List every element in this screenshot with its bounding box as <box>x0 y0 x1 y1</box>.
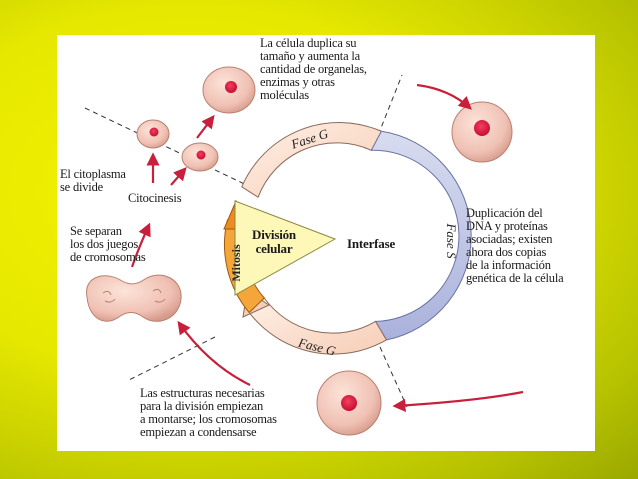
cell-growth-text: La célula duplica su tamaño y aumenta la… <box>260 36 367 102</box>
daughter-cell-lower <box>181 142 219 172</box>
cell-growing-left <box>202 66 256 114</box>
cytoplasm-divides-text: El citoplasma se divide <box>60 167 126 194</box>
condensation-arrow <box>177 320 251 386</box>
daughter-cell-upper <box>136 119 170 149</box>
s-to-g2-arrow <box>392 390 524 412</box>
division-preparation-text: Las estructuras necesarias para la divis… <box>140 386 277 439</box>
cell-cycle-diagram: Fase G Fase S Fase G Mitosis <box>84 66 524 436</box>
phase-s-label: Fase S <box>444 222 459 259</box>
division-triangle <box>234 200 337 296</box>
cell-division-label: División celular <box>252 227 296 256</box>
daughter-growth-arrow <box>196 114 215 139</box>
dashed-guide-line <box>128 336 216 381</box>
separation-arrow <box>130 222 151 268</box>
dna-duplication-text: Duplicación del DNA y proteínas asociada… <box>466 206 564 285</box>
cytokinesis-label: Citocinesis <box>128 191 182 205</box>
chromosome-separation-text: Se separan los dos juegos de cromosomas <box>70 224 146 264</box>
dashed-guide-line <box>84 107 258 191</box>
diagram-panel: Fase G Fase S Fase G Mitosis División ce… <box>57 35 595 451</box>
cytokinesis-arrow-lower <box>170 167 187 186</box>
dashed-guide-line <box>379 346 408 408</box>
cell-top-right <box>451 101 513 163</box>
interphase-label: Interfase <box>347 236 396 251</box>
cell-bottom-right <box>316 370 382 436</box>
dividing-cell <box>86 274 182 322</box>
growth-arrow <box>416 83 472 110</box>
mitosis-label: Mitosis <box>229 244 243 282</box>
